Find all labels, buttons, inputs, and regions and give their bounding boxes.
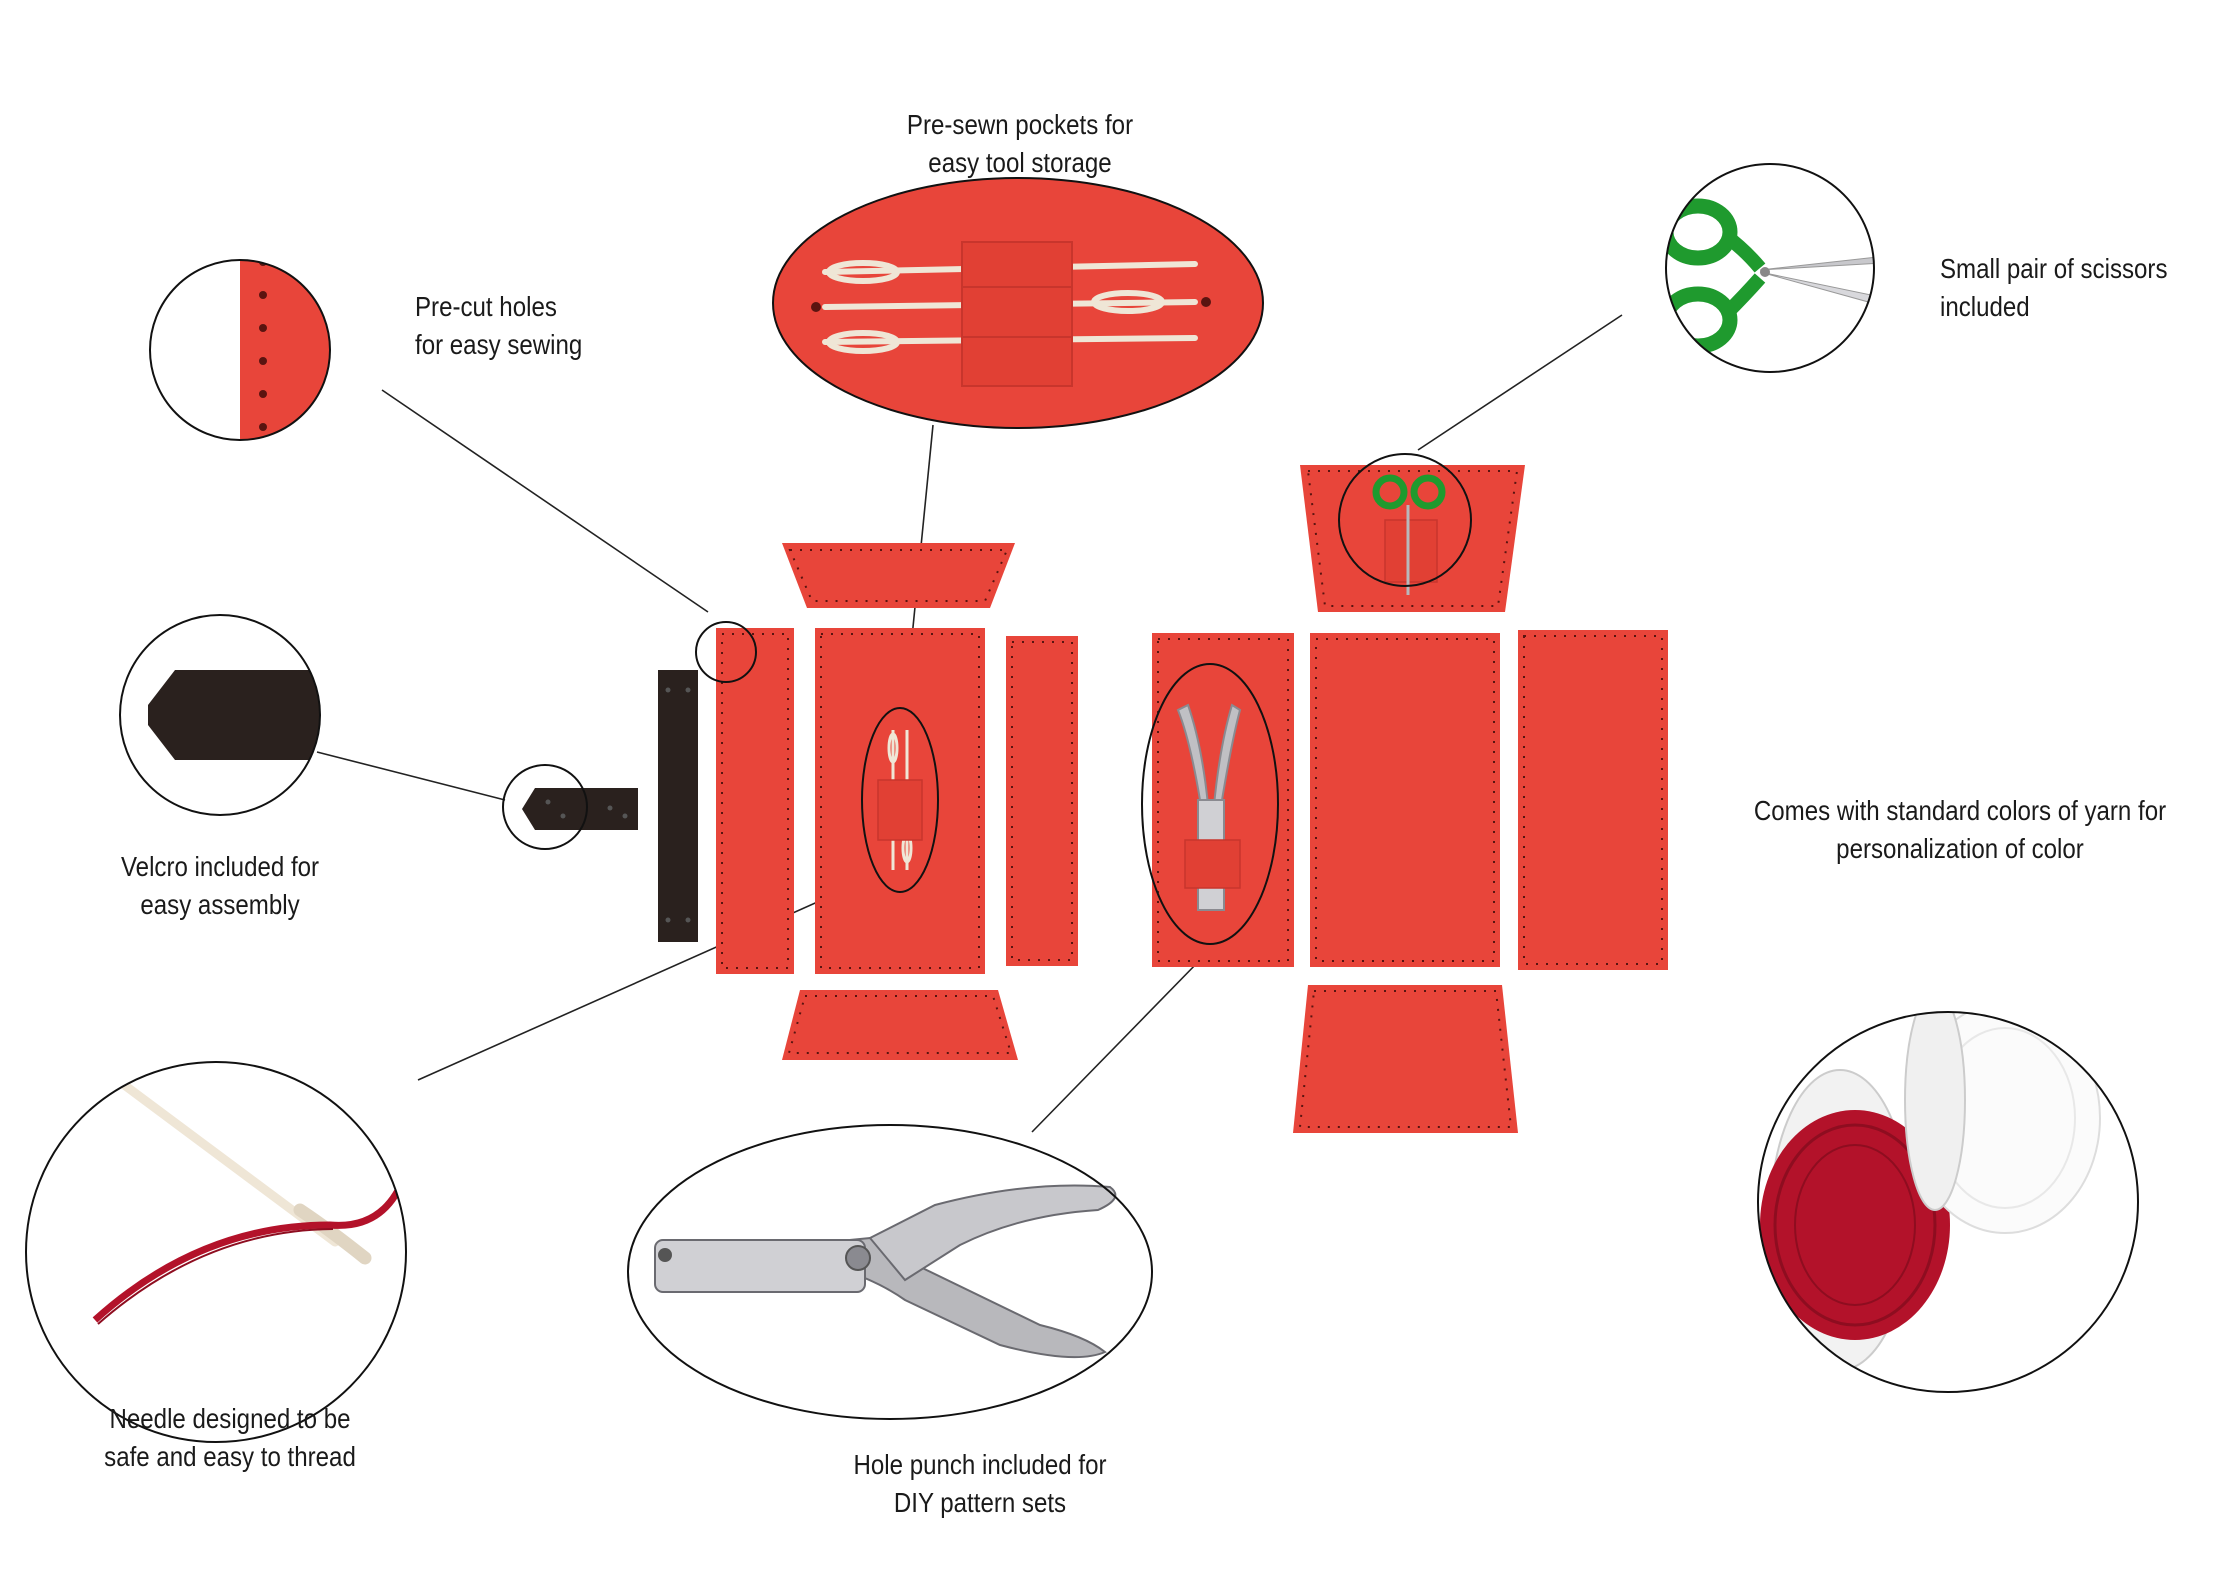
needle-zoom-circle xyxy=(25,1061,407,1443)
leader-velcro xyxy=(316,751,506,801)
label-holes-line2: for easy sewing xyxy=(415,329,583,360)
label-holes: Pre-cut holes for easy sewing xyxy=(415,288,582,364)
scissors-zoom-circle xyxy=(1665,163,1875,373)
hole-punch-icon xyxy=(654,1184,1117,1359)
label-scissors: Small pair of scissors included xyxy=(1940,250,2167,326)
holes-zoom-circle xyxy=(149,259,331,441)
panel-top-trapezoid-left xyxy=(782,543,1015,608)
velcro-strip-closeup xyxy=(148,670,320,760)
panel-bottom-trapezoid-left xyxy=(782,990,1018,1060)
label-yarn-line1: Comes with standard colors of yarn for xyxy=(1753,795,2167,826)
stitch-holes-left xyxy=(721,549,1073,1054)
red-yarn xyxy=(92,1062,406,1323)
velcro-zoom-circle xyxy=(119,614,321,816)
leader-punch xyxy=(1031,959,1201,1133)
label-punch-line1: Hole punch included for xyxy=(853,1449,1107,1480)
punch-zoom-ellipse xyxy=(627,1124,1153,1420)
holes-marker-circle xyxy=(695,621,757,683)
velcro-long-strip xyxy=(658,670,698,942)
leader-needle xyxy=(417,874,879,1081)
left-felt-set xyxy=(695,543,1078,1060)
panel-side-left-a xyxy=(716,628,794,974)
yarn-zoom-circle xyxy=(1757,1011,2139,1393)
leader-holes xyxy=(381,389,709,613)
label-yarn: Comes with standard colors of yarn for p… xyxy=(1736,792,2183,868)
label-holes-line1: Pre-cut holes xyxy=(415,291,557,322)
label-yarn-line2: personalization of color xyxy=(1836,833,2084,864)
label-velcro-line1: Velcro included for xyxy=(120,851,320,882)
label-pockets-line1: Pre-sewn pockets for xyxy=(906,109,1134,140)
panel-side-left-b xyxy=(1006,636,1078,966)
pocket-scissors xyxy=(1384,519,1438,583)
panel-center-right xyxy=(1310,633,1500,967)
sewn-pocket xyxy=(961,241,1073,387)
label-pockets: Pre-sewn pockets for easy tool storage xyxy=(900,106,1141,182)
leader-scissors xyxy=(1417,314,1623,451)
right-felt-set xyxy=(1141,453,1668,1133)
pocket-punch xyxy=(1184,839,1241,889)
panel-side-right-b xyxy=(1518,630,1668,970)
label-velcro-line2: easy assembly xyxy=(140,889,300,920)
pocket-left xyxy=(877,779,923,841)
velcro-small-piece xyxy=(522,788,638,830)
punch-marker-ellipse xyxy=(1141,663,1279,945)
leader-lines xyxy=(316,314,1623,1133)
label-velcro: Velcro included for easy assembly xyxy=(100,848,341,924)
stitch-holes-right xyxy=(1157,470,1663,1128)
felt-edge-closeup xyxy=(240,260,330,440)
scissors-marker-circle xyxy=(1338,453,1472,587)
label-pockets-line2: easy tool storage xyxy=(928,147,1112,178)
label-needle-line1: Needle designed to be xyxy=(109,1403,351,1434)
label-needle: Needle designed to be safe and easy to t… xyxy=(92,1400,367,1476)
small-scissors-icon xyxy=(1372,474,1446,510)
label-scissors-line2: included xyxy=(1940,291,2030,322)
label-punch: Hole punch included for DIY pattern sets xyxy=(842,1446,1117,1522)
label-scissors-line1: Small pair of scissors xyxy=(1940,253,2168,284)
pockets-zoom-ellipse xyxy=(772,177,1264,429)
label-needle-line2: safe and easy to thread xyxy=(104,1441,356,1472)
panel-bottom-trapezoid-right xyxy=(1293,985,1518,1133)
red-yarn-bundle xyxy=(1760,1110,1950,1340)
pocket-marker-ellipse xyxy=(861,707,939,893)
velcro-marker-circle xyxy=(502,764,588,850)
label-punch-line2: DIY pattern sets xyxy=(893,1487,1067,1518)
